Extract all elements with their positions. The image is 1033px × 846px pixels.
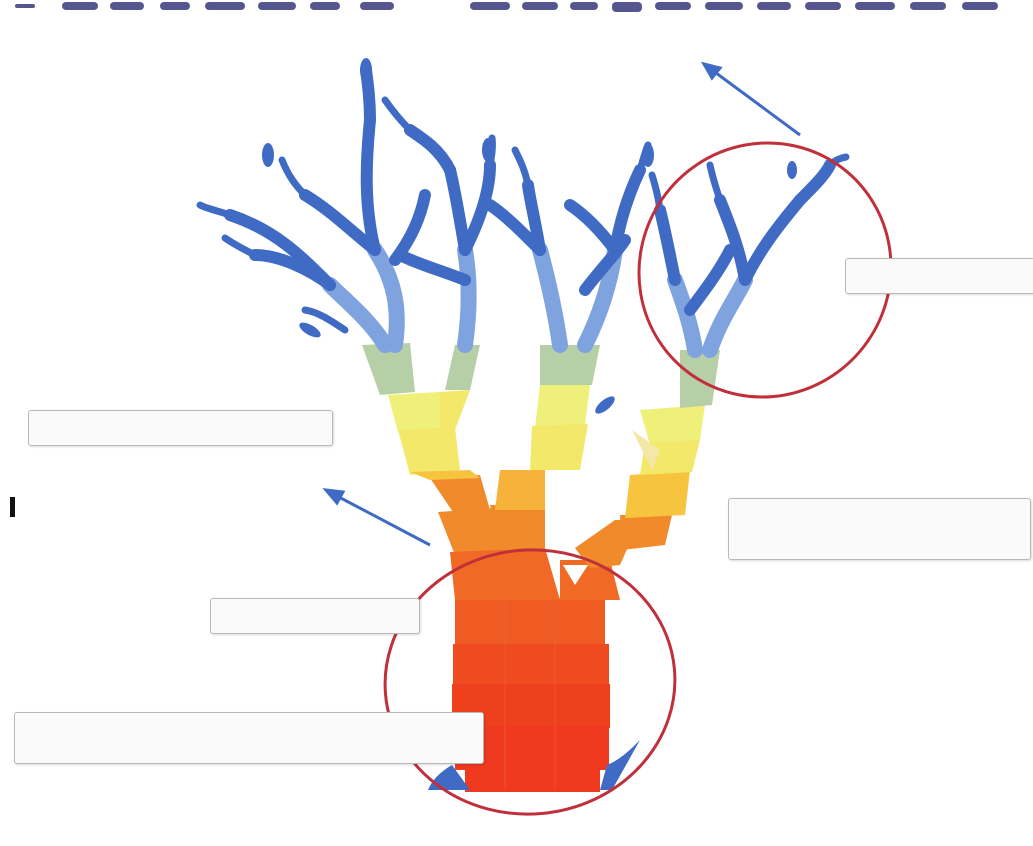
callout-bottom-left — [14, 712, 484, 764]
tree-middle-branches — [388, 385, 705, 480]
callout-center-lower — [210, 598, 420, 634]
text-cursor-mark — [10, 497, 15, 517]
tree-lower-branches — [430, 470, 690, 600]
tree-crown — [200, 58, 846, 417]
callout-left-upper — [28, 410, 333, 446]
callout-right-middle — [728, 498, 1031, 560]
callout-top-right — [845, 258, 1033, 294]
